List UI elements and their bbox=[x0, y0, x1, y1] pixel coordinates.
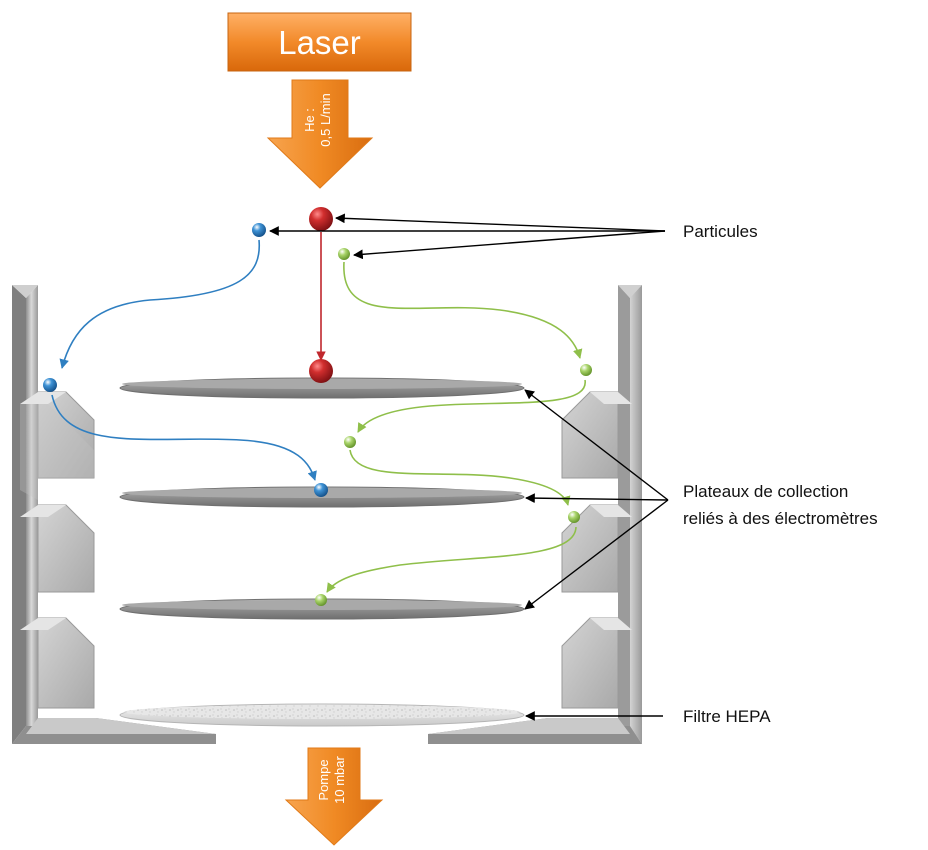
laser-box: Laser bbox=[227, 12, 412, 72]
inlet-line1: He : bbox=[302, 108, 317, 132]
outlet-line1: Pompe bbox=[316, 759, 331, 800]
blue-trajectory-1 bbox=[59, 239, 261, 369]
collection-plate-1 bbox=[119, 377, 525, 399]
green-trajectory-4 bbox=[326, 526, 577, 593]
plates-pointers bbox=[524, 389, 669, 610]
green-trajectory-2 bbox=[357, 379, 586, 433]
green-trajectory-1 bbox=[343, 261, 583, 359]
particles-pointers bbox=[269, 213, 666, 260]
blue-particle-plate bbox=[314, 483, 328, 497]
collection-plate-3 bbox=[119, 598, 525, 620]
inlet-arrow: He : 0,5 L/min bbox=[266, 79, 374, 189]
outlet-line2: 10 mbar bbox=[332, 755, 347, 803]
plates-label-line2: reliés à des électromètres bbox=[683, 509, 878, 528]
right-block-1 bbox=[561, 391, 632, 479]
left-block-3 bbox=[20, 617, 95, 709]
green-particle-plate bbox=[315, 594, 327, 606]
blue-trajectory-2 bbox=[51, 394, 317, 481]
plates-label-line1: Plateaux de collection bbox=[683, 482, 848, 501]
particles-label: Particules bbox=[683, 222, 758, 241]
outlet-arrow: Pompe 10 mbar bbox=[284, 747, 384, 846]
filter-label: Filtre HEPA bbox=[683, 707, 771, 726]
green-particle-1 bbox=[580, 364, 592, 376]
green-particle-2 bbox=[344, 436, 356, 448]
left-block-2 bbox=[20, 504, 95, 593]
inlet-line2: 0,5 L/min bbox=[318, 93, 333, 146]
left-block-1 bbox=[20, 391, 95, 500]
green-trajectory-3 bbox=[349, 449, 571, 506]
red-particle-plate bbox=[309, 359, 333, 383]
green-particle-3 bbox=[568, 511, 580, 523]
laser-label: Laser bbox=[278, 24, 361, 61]
hepa-filter bbox=[119, 703, 525, 727]
blue-particle-top bbox=[252, 223, 266, 237]
blue-particle-wall bbox=[43, 378, 57, 392]
right-block-3 bbox=[561, 617, 632, 709]
red-particle-top bbox=[309, 207, 333, 231]
green-particle-top bbox=[338, 248, 350, 260]
